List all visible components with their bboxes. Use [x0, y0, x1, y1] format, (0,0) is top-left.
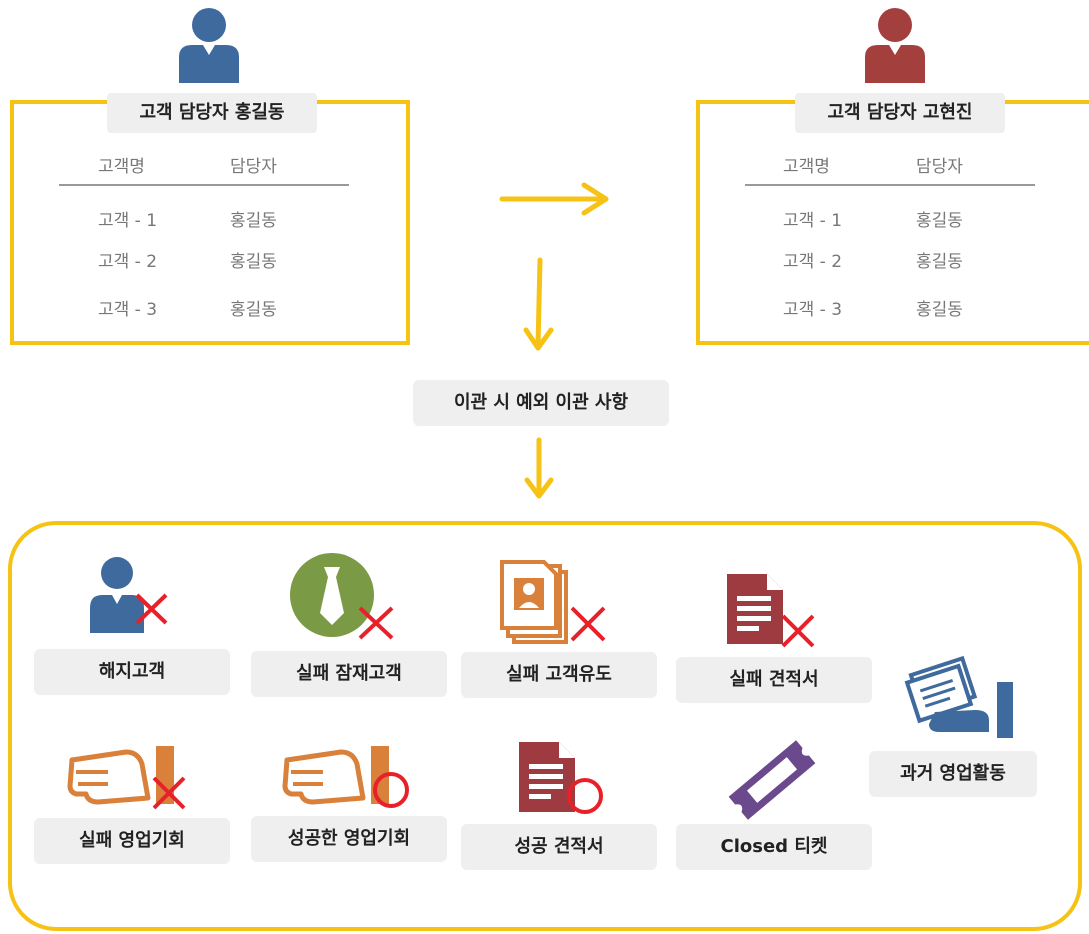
- left-header-manager: 담당자: [230, 157, 277, 177]
- handshake-cross-icon: [67, 746, 186, 810]
- exception-label-6: 성공한 영업기회: [251, 816, 447, 862]
- left-header-rule: [59, 184, 349, 186]
- left-row-3-manager: 홍길동: [230, 300, 277, 320]
- left-row-3-customer: 고객 - 3: [98, 300, 158, 320]
- arrow-down-icon-2: [524, 437, 554, 499]
- exception-label-5: 실패 영업기회: [34, 818, 230, 864]
- exception-label-9: 과거 영업활동: [869, 751, 1037, 797]
- arrow-right-icon: [499, 182, 609, 216]
- arrow-down-icon: [523, 257, 554, 351]
- ticket-icon: [728, 740, 816, 820]
- right-header-manager: 담당자: [916, 157, 963, 177]
- document-cross-icon: [727, 574, 815, 648]
- left-manager-title: 고객 담당자 홍길동: [107, 93, 317, 133]
- manager-person-icon-right: [865, 8, 925, 83]
- left-row-1-manager: 홍길동: [230, 211, 277, 231]
- right-row-1-customer: 고객 - 1: [783, 211, 843, 231]
- right-row-3-customer: 고객 - 3: [783, 300, 843, 320]
- left-manager-box: [10, 100, 410, 345]
- left-row-2-manager: 홍길동: [230, 252, 277, 272]
- right-header-customer: 고객명: [783, 157, 830, 177]
- exception-label-8: Closed 티켓: [676, 824, 872, 870]
- right-row-2-manager: 홍길동: [916, 252, 963, 272]
- left-row-1-customer: 고객 - 1: [98, 211, 158, 231]
- person-cross-icon: [90, 557, 168, 633]
- exception-label: 이관 시 예외 이관 사항: [413, 380, 669, 426]
- exception-label-4: 실패 견적서: [676, 657, 872, 703]
- manager-person-icon-left: [179, 8, 239, 83]
- right-header-rule: [745, 184, 1035, 186]
- right-row-1-manager: 홍길동: [916, 211, 963, 231]
- exception-label-3: 실패 고객유도: [461, 652, 657, 698]
- right-manager-title: 고객 담당자 고현진: [795, 93, 1005, 133]
- hand-papers-icon: [904, 655, 1013, 738]
- profile-cards-cross-icon: [500, 560, 606, 644]
- right-row-2-customer: 고객 - 2: [783, 252, 843, 272]
- exception-label-7: 성공 견적서: [461, 824, 657, 870]
- left-row-2-customer: 고객 - 2: [98, 252, 158, 272]
- exceptions-box: [8, 521, 1082, 931]
- exception-label-2: 실패 잠재고객: [251, 651, 447, 697]
- handshake-circle-icon: [282, 746, 409, 808]
- right-manager-box: [696, 100, 1089, 345]
- exception-label-1: 해지고객: [34, 649, 230, 695]
- left-header-customer: 고객명: [98, 157, 145, 177]
- right-row-3-manager: 홍길동: [916, 300, 963, 320]
- document-circle-icon: [519, 742, 603, 814]
- tie-cross-icon: [290, 553, 394, 640]
